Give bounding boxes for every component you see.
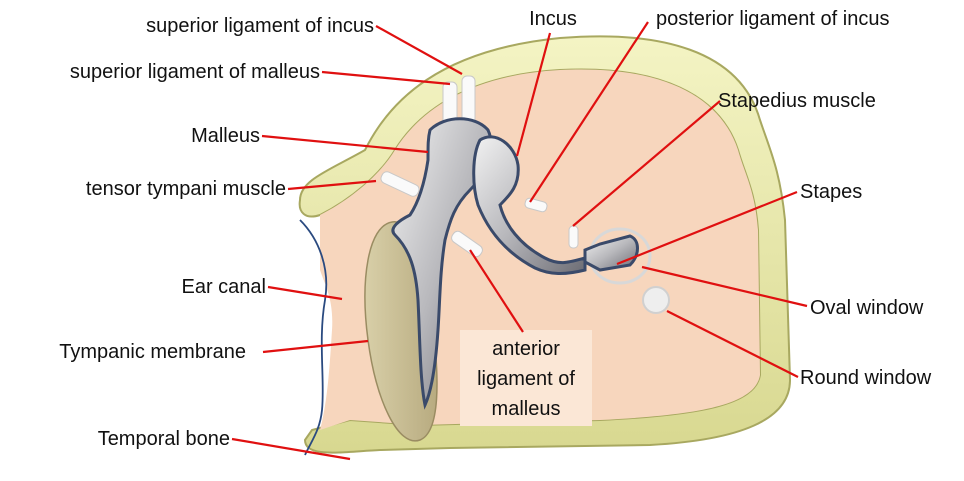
label-ear-canal: Ear canal [182,276,267,298]
round-window-shape [643,287,669,313]
ear-canal-wall [300,220,326,455]
label-anterior-ligament-line2: ligament of [477,368,575,390]
stapedius-shape [569,226,578,248]
label-stapes: Stapes [800,181,862,203]
label-temporal-bone: Temporal bone [98,428,230,450]
label-stapedius: Stapedius muscle [718,90,876,112]
label-posterior-ligament-incus: posterior ligament of incus [656,8,889,30]
label-incus: Incus [529,8,577,30]
label-oval-window: Oval window [810,297,924,319]
label-superior-ligament-incus: superior ligament of incus [146,15,374,37]
label-round-window: Round window [800,367,932,389]
label-tensor-tympani: tensor tympani muscle [86,178,286,200]
label-malleus: Malleus [191,125,260,147]
label-tympanic-membrane: Tympanic membrane [59,341,246,363]
label-superior-ligament-malleus: superior ligament of malleus [70,61,320,83]
label-anterior-ligament-line3: malleus [492,398,561,420]
label-anterior-ligament-line1: anterior [492,338,560,360]
